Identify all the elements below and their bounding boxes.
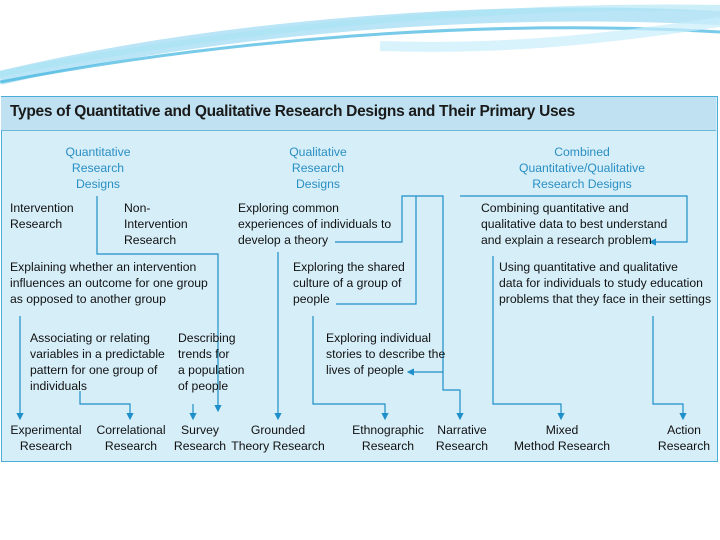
outcome-line: Research — [435, 439, 489, 453]
node-non-intervention-research: Non- Intervention Research — [124, 200, 188, 248]
header-line: Combined — [554, 145, 610, 159]
node-associating-variables: Associating or relating variables in a p… — [30, 330, 165, 394]
outcome-line: Theory Research — [231, 439, 325, 453]
node-line: as opposed to another group — [10, 292, 166, 306]
outcome-line: Method Research — [513, 439, 611, 453]
outcome-line: Research — [361, 439, 415, 453]
node-line: Associating or relating — [30, 331, 150, 345]
node-line: stories to describe the — [326, 347, 446, 361]
node-line: Exploring individual — [326, 331, 432, 345]
node-exploring-culture: Exploring the shared culture of a group … — [293, 259, 405, 307]
outcome-survey-research: Survey Research — [170, 422, 230, 454]
header-line: Research Designs — [532, 177, 632, 191]
outcome-line: Research — [104, 439, 158, 453]
node-line: variables in a predictable — [30, 347, 165, 361]
node-line: experiences of individuals to — [238, 217, 392, 231]
node-intervention-research: Intervention Research — [10, 200, 74, 232]
node-line: lives of people — [326, 363, 404, 377]
node-line: Research — [124, 233, 177, 247]
node-line: Combining quantitative and — [481, 201, 629, 215]
header-line: Research — [71, 161, 125, 175]
node-exploring-common: Exploring common experiences of individu… — [238, 200, 391, 248]
outcome-line: Narrative — [437, 423, 487, 437]
outcome-line: Action — [667, 423, 701, 437]
node-describing-trends: Describing trends for a population of pe… — [178, 330, 244, 394]
outcome-line: Survey — [181, 423, 219, 437]
header-line: Quantitative — [65, 145, 131, 159]
node-line: Intervention — [124, 217, 188, 231]
outcome-line: Research — [19, 439, 73, 453]
header-combined: Combined Quantitative/Qualitative Resear… — [507, 144, 657, 192]
outcome-mixed-method-research: Mixed Method Research — [508, 422, 616, 454]
node-line: problems that they face in their setting… — [499, 292, 712, 306]
node-line: data for individuals to study education — [499, 276, 703, 290]
outcome-line: Research — [657, 439, 711, 453]
node-line: influences an outcome for one group — [10, 276, 208, 290]
node-exploring-stories: Exploring individual stories to describe… — [326, 330, 445, 378]
node-line: Describing — [178, 331, 236, 345]
node-line: individuals — [30, 379, 87, 393]
outcome-correlational-research: Correlational Research — [88, 422, 174, 454]
outcome-grounded-theory-research: Grounded Theory Research — [230, 422, 326, 454]
node-line: trends for — [178, 347, 230, 361]
node-line: qualitative data to best understand — [481, 217, 668, 231]
node-line: and explain a research problem — [481, 233, 652, 247]
node-explaining-intervention: Explaining whether an intervention influ… — [10, 259, 208, 307]
outcome-line: Mixed — [545, 423, 579, 437]
outcome-line: Research — [173, 439, 227, 453]
outcome-experimental-research: Experimental Research — [4, 422, 88, 454]
node-line: people — [293, 292, 330, 306]
node-line: develop a theory — [238, 233, 329, 247]
node-line: Explaining whether an intervention — [10, 260, 197, 274]
header-quantitative: Quantitative Research Designs — [48, 144, 148, 192]
node-line: Using quantitative and qualitative — [499, 260, 678, 274]
title-bar — [1, 97, 716, 131]
node-line: Exploring the shared — [293, 260, 405, 274]
node-line: Non- — [124, 201, 151, 215]
header-line: Qualitative — [289, 145, 347, 159]
outcome-line: Experimental — [10, 423, 82, 437]
node-line: pattern for one group of — [30, 363, 158, 377]
header-qualitative: Qualitative Research Designs — [268, 144, 368, 192]
outcome-action-research: Action Research — [654, 422, 714, 454]
node-line: Exploring common — [238, 201, 339, 215]
node-line: Research — [10, 217, 63, 231]
diagram-title: Types of Quantitative and Qualitative Re… — [10, 103, 575, 120]
header-line: Research — [291, 161, 345, 175]
node-line: culture of a group of — [293, 276, 402, 290]
outcome-ethnographic-research: Ethnographic Research — [344, 422, 432, 454]
outcome-narrative-research: Narrative Research — [432, 422, 492, 454]
header-line: Designs — [75, 177, 121, 191]
header-swoosh-decoration — [0, 0, 720, 85]
diagram-panel — [1, 96, 718, 462]
node-combining-data: Combining quantitative and qualitative d… — [481, 200, 667, 248]
node-line: a population — [178, 363, 245, 377]
outcome-line: Ethnographic — [352, 423, 424, 437]
node-line: Intervention — [10, 201, 74, 215]
header-line: Quantitative/Qualitative — [518, 161, 645, 175]
node-using-data: Using quantitative and qualitative data … — [499, 259, 711, 307]
outcome-line: Grounded — [250, 423, 306, 437]
node-line: of people — [178, 379, 229, 393]
header-line: Designs — [295, 177, 341, 191]
outcome-line: Correlational — [96, 423, 166, 437]
